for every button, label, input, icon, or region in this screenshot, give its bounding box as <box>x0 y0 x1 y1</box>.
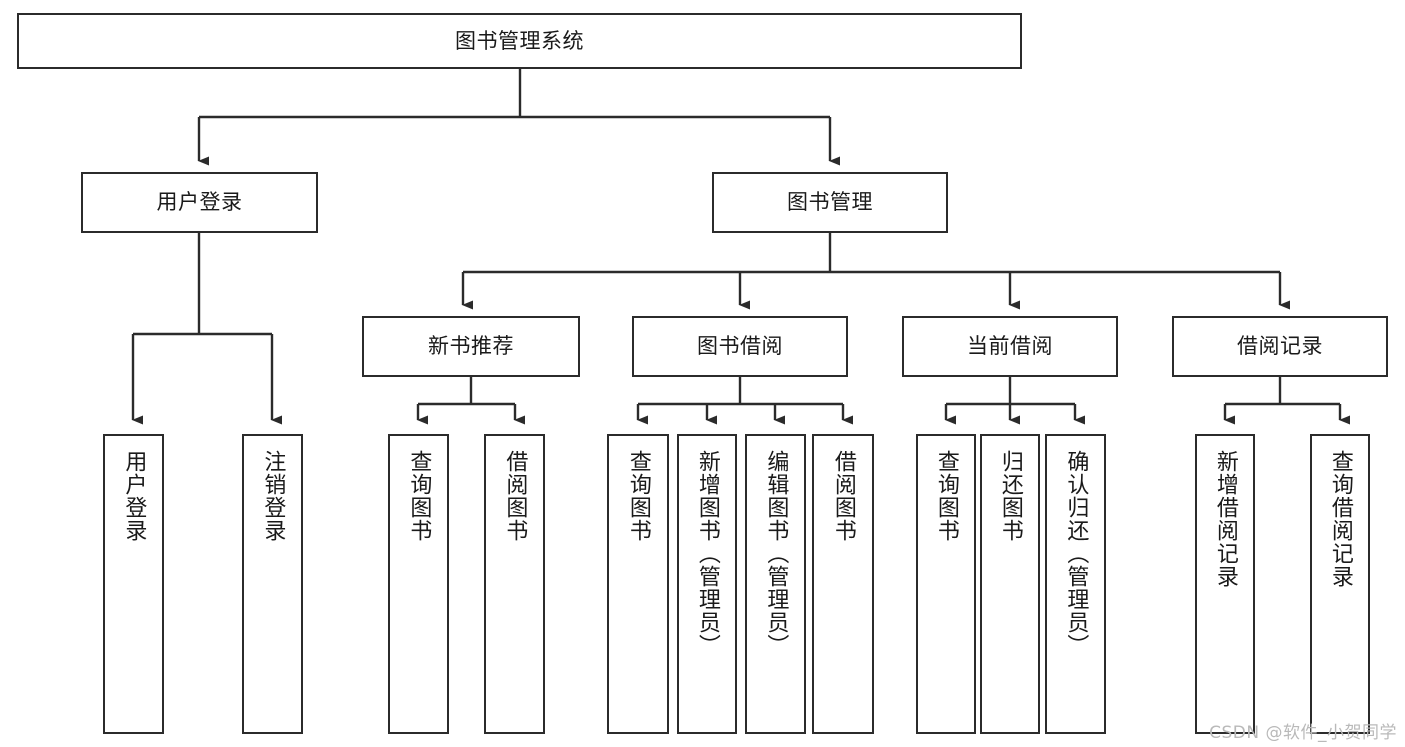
node-label: 新书推荐 <box>428 334 514 359</box>
node-label: 图书管理系统 <box>455 28 584 53</box>
node-label: 当前借阅 <box>967 334 1053 359</box>
node-label: 编辑图书（管理员） <box>763 450 789 657</box>
node-label: 新增图书（管理员） <box>694 450 720 657</box>
leaf-borrow-book[interactable]: 借阅图书 <box>812 434 874 734</box>
node-label: 查询借阅记录 <box>1327 450 1353 588</box>
node-label: 用户登录 <box>156 190 243 215</box>
leaf-user-login[interactable]: 用户登录 <box>103 434 164 734</box>
node-book-management-system[interactable]: 图书管理系统 <box>17 13 1022 69</box>
csdn-watermark: CSDN @软件_小贺同学 <box>1209 723 1397 743</box>
node-user-login[interactable]: 用户登录 <box>81 172 318 233</box>
node-book-borrow[interactable]: 图书借阅 <box>632 316 848 377</box>
node-current-borrow[interactable]: 当前借阅 <box>902 316 1118 377</box>
node-label: 借阅图书 <box>502 450 528 542</box>
node-label: 确认归还（管理员） <box>1063 450 1089 657</box>
node-label: 借阅记录 <box>1237 334 1323 359</box>
node-label: 图书借阅 <box>697 334 783 359</box>
node-new-book-recommend[interactable]: 新书推荐 <box>362 316 580 377</box>
node-label: 用户登录 <box>121 450 147 542</box>
leaf-query-book-current[interactable]: 查询图书 <box>916 434 976 734</box>
node-label: 借阅图书 <box>830 450 856 542</box>
leaf-borrow-book-recommend[interactable]: 借阅图书 <box>484 434 545 734</box>
node-label: 新增借阅记录 <box>1212 450 1238 588</box>
leaf-return-book[interactable]: 归还图书 <box>980 434 1040 734</box>
node-label: 查询图书 <box>933 450 959 542</box>
leaf-edit-book-admin[interactable]: 编辑图书（管理员） <box>745 434 806 734</box>
leaf-query-book-borrow[interactable]: 查询图书 <box>607 434 669 734</box>
leaf-logout[interactable]: 注销登录 <box>242 434 303 734</box>
leaf-query-borrow-record[interactable]: 查询借阅记录 <box>1310 434 1370 734</box>
node-label: 查询图书 <box>625 450 651 542</box>
node-label: 图书管理 <box>787 190 873 215</box>
leaf-add-borrow-record[interactable]: 新增借阅记录 <box>1195 434 1255 734</box>
node-book-management[interactable]: 图书管理 <box>712 172 948 233</box>
leaf-add-book-admin[interactable]: 新增图书（管理员） <box>677 434 737 734</box>
node-label: 查询图书 <box>406 450 432 542</box>
node-label: 注销登录 <box>260 450 286 542</box>
node-borrow-record[interactable]: 借阅记录 <box>1172 316 1388 377</box>
leaf-confirm-return-admin[interactable]: 确认归还（管理员） <box>1045 434 1106 734</box>
leaf-query-book-recommend[interactable]: 查询图书 <box>388 434 449 734</box>
node-label: 归还图书 <box>997 450 1023 542</box>
